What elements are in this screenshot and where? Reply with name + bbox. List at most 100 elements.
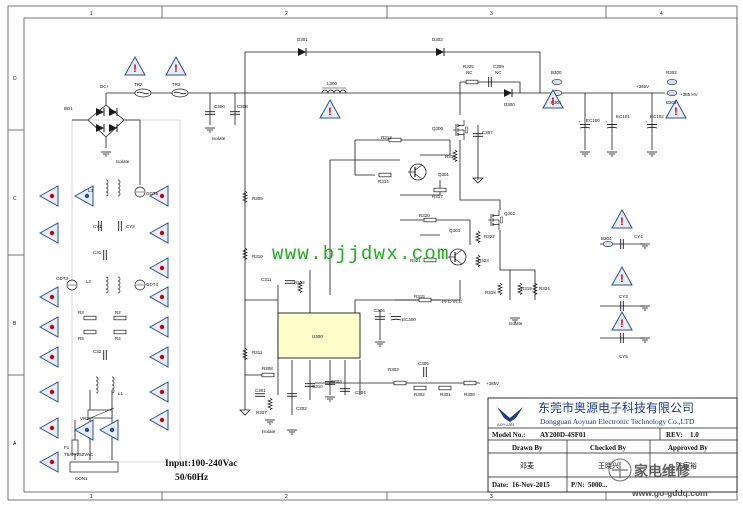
label-c309: C309 [493, 64, 504, 69]
label-c311: C311 [261, 277, 272, 282]
label-c300: C300 [214, 104, 225, 109]
model-label: Model No.: [492, 431, 525, 439]
res-r308 [261, 372, 275, 378]
inductor-l300 [321, 87, 347, 94]
label-cy2: CY2 [126, 224, 135, 229]
res-r300 [463, 380, 477, 386]
res-r303 [393, 380, 407, 386]
warning-icon-right-9 [99, 419, 119, 441]
label-r321: R321 [410, 258, 421, 263]
title-block: AOYUAN 东莞市奥源电子科技有限公司 Dongguan Aoyuan Ele… [487, 397, 738, 493]
checked-by-value: 王晓兴 [598, 461, 619, 470]
bead-b303 [666, 90, 678, 96]
label-r324: R324 [539, 286, 550, 291]
label-r315: R315 [414, 294, 425, 299]
res-r317 [433, 187, 447, 193]
warning-icon-left-3 [39, 286, 59, 308]
pn-label: P/N: [571, 481, 585, 489]
label-l2: L2 [86, 279, 92, 284]
label-cy5: CY5 [619, 354, 628, 359]
site-watermark: 家电维修 www.go-gddq.com [608, 458, 708, 498]
res-r302b [413, 385, 427, 391]
bridge-diode-1 [95, 107, 105, 117]
warning-icon-l300 [319, 99, 341, 119]
ground-cy5 [639, 337, 651, 343]
label-r325: R325 [463, 64, 474, 69]
label-nc1: NC [466, 70, 473, 75]
ecap-ec101 [604, 118, 618, 129]
label-ec102: EC102 [650, 114, 664, 119]
label-r323: R323 [478, 258, 489, 263]
res-r322 [475, 230, 481, 243]
label-q300: Q300 [432, 126, 444, 131]
warning-icon-right-5 [149, 316, 169, 338]
ground-c306 [374, 341, 386, 347]
label-c303: C303 [331, 379, 342, 384]
drawn-by-label: Drawn By [512, 444, 543, 452]
label-r300: R300 [464, 392, 475, 397]
warning-icon-left-7 [39, 417, 59, 439]
label-r5: R5 [78, 336, 84, 341]
row-label-D: D [13, 76, 17, 82]
choke-l2-b [117, 276, 121, 294]
company-name-en: Dongguan Aoyuan Electronic Technology Co… [540, 417, 695, 426]
warning-icon-right-3 [149, 257, 169, 279]
ground-cy4 [639, 243, 651, 249]
warning-icon-right-4 [149, 286, 169, 308]
res-r314 [378, 172, 392, 178]
cap-cy2 [118, 220, 122, 232]
company-logo: AOYUAN [497, 407, 523, 427]
label-d301: D301 [297, 37, 308, 42]
mosfet-q302 [487, 209, 503, 231]
date-value: 16-Nov-2015 [512, 481, 550, 489]
res-r301 [438, 385, 452, 391]
logo-text: AOYUAN [497, 422, 514, 427]
res-r3 [83, 315, 97, 321]
choke-l3-a [105, 179, 109, 197]
label-r313: R313 [381, 135, 392, 140]
rev-label: REV: [666, 431, 682, 439]
checked-by-label: Checked By [590, 444, 626, 452]
approved-by-label: Approved By [668, 444, 708, 452]
label-r302b: R302 [414, 392, 425, 397]
label-r301: R301 [440, 392, 451, 397]
controller-ic: U300 [277, 312, 361, 359]
warning-icon-right-8 [149, 409, 169, 431]
res-r325 [465, 79, 479, 85]
cap-c301 [254, 393, 266, 397]
label-r318: R318 [485, 290, 496, 295]
date-label: Date: [492, 481, 508, 489]
warning-icon-tr2 [124, 56, 146, 76]
ground-bridge [100, 151, 112, 157]
ref-designators: D301 D302 TR2 TR3 BD1 DC+ C300 C308 L300… [56, 37, 698, 481]
label-q302: Q302 [504, 211, 516, 216]
label-cy4: CY4 [634, 234, 643, 239]
label-r314: R314 [378, 179, 389, 184]
label-pfcvcc: PFC-VCC [442, 299, 463, 304]
choke-l3-b [117, 179, 121, 197]
ground-r307 [264, 419, 276, 425]
label-db1: BD1 [64, 106, 73, 111]
diode-d300 [503, 88, 513, 98]
label-gnd-1: Isolate [116, 159, 130, 164]
label-r320: R320 [419, 213, 430, 218]
ground-ec102 [646, 151, 658, 157]
mosfet-q300 [452, 119, 468, 141]
res-r4 [113, 329, 127, 335]
transistor-q303 [447, 248, 467, 266]
ground-cy3 [639, 305, 651, 311]
label-ec101: EC101 [616, 114, 630, 119]
res-r5 [83, 329, 97, 335]
label-gdt3: GDT3 [56, 276, 68, 281]
row-label-A: A [13, 441, 17, 447]
ground-ec100 [579, 151, 591, 157]
label-con1: CON1 [75, 476, 88, 481]
label-c301: C301 [255, 388, 266, 393]
left-warning-column [39, 185, 169, 473]
label-r308: R308 [262, 366, 273, 371]
bead-b300 [551, 79, 563, 85]
company-name-cn: 东莞市奥源电子科技有限公司 [538, 400, 694, 415]
warning-icon-cy3 [611, 266, 633, 286]
label-r307: R307 [256, 410, 267, 415]
